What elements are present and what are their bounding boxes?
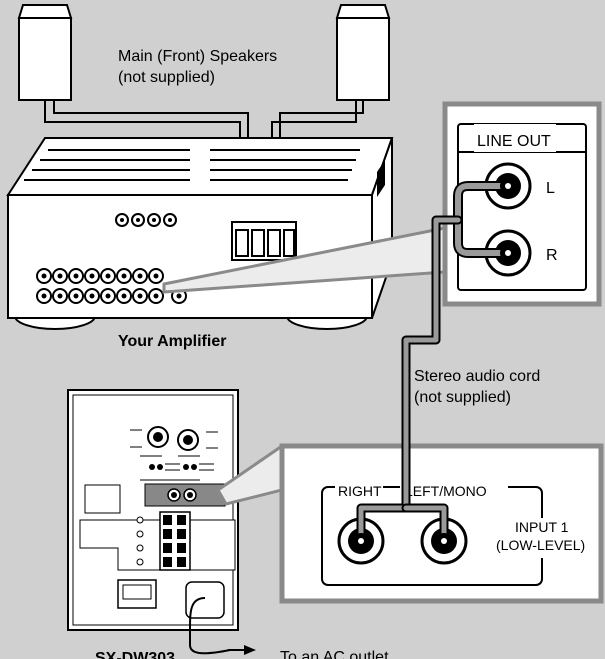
main-speakers-label-2: (not supplied) [118, 69, 215, 86]
amplifier [6, 137, 394, 330]
line-out-label: LINE OUT [477, 133, 551, 150]
left-speaker [17, 4, 73, 101]
subwoofer-panel [67, 389, 239, 631]
line-out-callout: LINE OUT L R [442, 101, 602, 307]
right-speaker [335, 4, 391, 101]
input-left-mono-label: LEFT/MONO [405, 483, 487, 499]
power-cord [189, 597, 231, 655]
ac-outlet-label: To an AC outlet [280, 649, 389, 659]
cord-label-2: (not supplied) [414, 389, 511, 406]
line-out-r-label: R [546, 247, 558, 264]
input-right-label: RIGHT [338, 483, 382, 499]
main-speakers-label-1: Main (Front) Speakers [118, 48, 277, 65]
line-out-l-label: L [546, 180, 555, 197]
stereo-audio-cord [356, 181, 513, 546]
amplifier-label: Your Amplifier [118, 333, 226, 350]
ac-arrow [244, 645, 256, 655]
input1-label-2: (LOW-LEVEL) [496, 537, 585, 553]
input1-label-1: INPUT 1 [515, 519, 569, 535]
cord-label-1: Stereo audio cord [414, 368, 540, 385]
model-label: SX-DW303 [95, 650, 175, 659]
